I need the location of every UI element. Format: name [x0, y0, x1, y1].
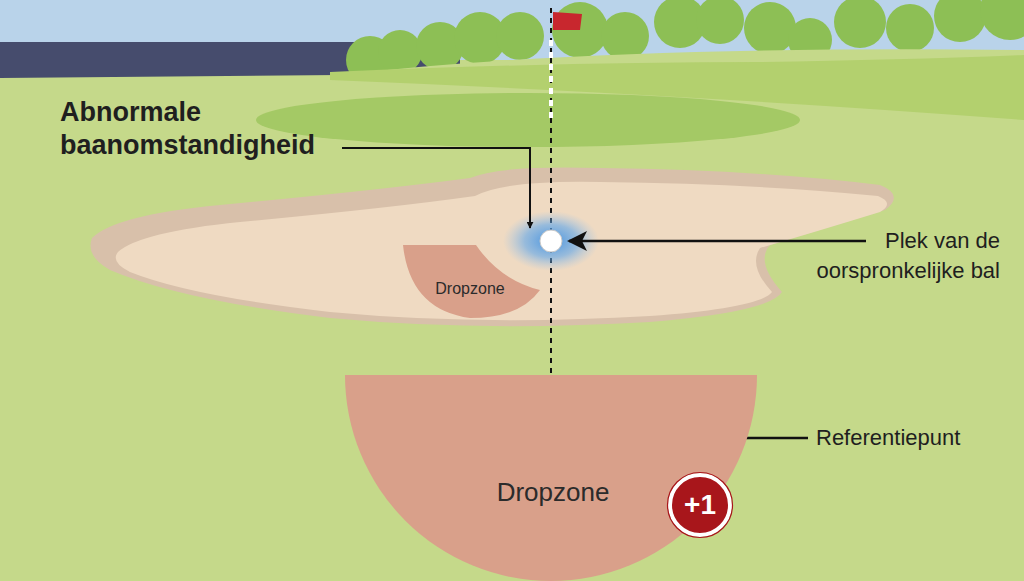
tree: [934, 0, 986, 42]
badge-rim: [668, 473, 733, 538]
leader-line: [569, 240, 866, 243]
callout-label-box: Plek van de oorspronkelijke bal: [770, 226, 1000, 286]
callout-label: Abnormale baanomstandigheid: [60, 97, 315, 160]
penalty-stroke-badge: +1: [667, 472, 733, 538]
tree: [696, 0, 744, 44]
bunker-lip: [90, 167, 893, 326]
callout-label-box: Referentiepunt: [816, 424, 1016, 452]
callout-label: Plek van de oorspronkelijke bal: [817, 228, 1000, 283]
flag: [553, 12, 582, 30]
leader-line: [342, 148, 530, 228]
golf-ball: [540, 230, 562, 252]
flagstick: [549, 40, 553, 120]
zone-label: Dropzone: [435, 280, 504, 298]
zone-label: +1: [684, 489, 716, 521]
tree: [552, 2, 608, 58]
tree: [980, 0, 1024, 40]
rough: [0, 49, 1024, 581]
drop-zone-small: Dropzone: [400, 238, 545, 322]
drop-zone-small-outline: [403, 245, 540, 318]
drop-zone-large-outline: [345, 375, 757, 581]
tree: [886, 4, 934, 52]
bunker-sand: [116, 182, 887, 320]
tree: [744, 2, 796, 54]
drop-zone-large: Dropzone +1: [345, 375, 757, 581]
callout-label-box: Abnormale baanomstandigheid: [60, 96, 350, 162]
tree: [834, 0, 886, 48]
badge-circle: [670, 475, 730, 535]
green: [256, 93, 800, 147]
zone-label: Dropzone: [497, 477, 610, 508]
callout-label: Referentiepunt: [816, 425, 960, 450]
tree: [496, 12, 544, 60]
tree: [601, 12, 649, 60]
